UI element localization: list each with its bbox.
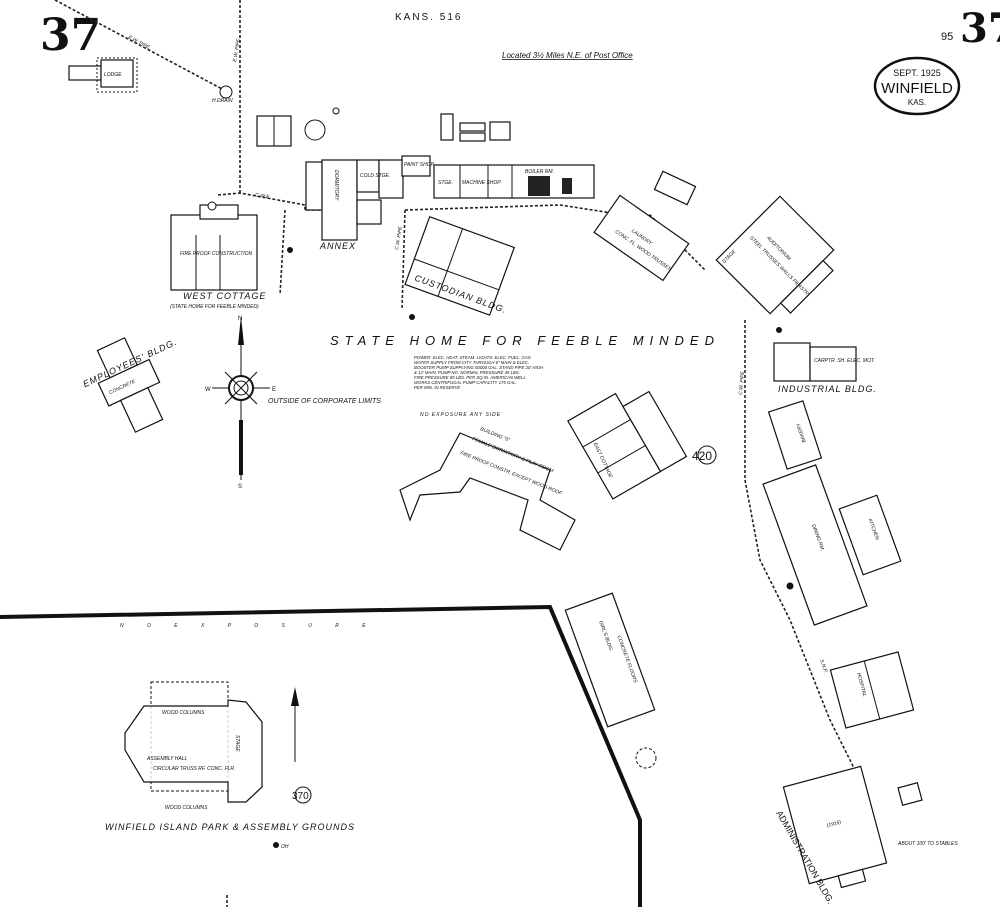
- bakery-building: BAKERY: [767, 400, 823, 470]
- ew-pipe-label: E.W. PIPE: [127, 34, 151, 51]
- machine-shop-label: MACHINE SHOP: [462, 180, 501, 186]
- cartouche-state: KAS.: [908, 98, 926, 107]
- administration-building: (1915) ADMINISTRATION BLDG.: [774, 765, 888, 906]
- laundry-building: LAUNDRY CONC. FL. WOOD TRUSSES: [593, 194, 690, 282]
- small-shed: [897, 781, 923, 807]
- hydrant-dot: [273, 842, 279, 848]
- boiler-label: BOILER RM.: [525, 169, 554, 175]
- cw-pipe-label: C.W. PIPE: [394, 225, 404, 250]
- hospital-building: HOSPITAL: [829, 651, 915, 729]
- stage-label-2: STAGE: [234, 735, 240, 752]
- circled-number-370: 370: [292, 786, 312, 804]
- lodge-building: LODGE: [68, 57, 138, 93]
- admin-year: (1915): [826, 819, 842, 829]
- number-label: 420: [692, 449, 712, 463]
- header-code: KANS. 516: [395, 12, 462, 23]
- assembly-hall-label: ASSEMBLY HALL: [146, 756, 188, 762]
- note-line: PER MIN. IN RESERVE: [414, 385, 460, 390]
- pipe-line-2: [279, 209, 286, 296]
- employees-building: CONCRETE EMPLOYEES' BLDG.: [81, 337, 179, 433]
- date-cartouche: SEPT. 1925 WINFIELD KAS.: [873, 56, 961, 116]
- number-label: 370: [292, 791, 309, 802]
- storage-label: STGE.: [438, 180, 453, 186]
- no-exposure-any-side: NO EXPOSURE ANY SIDE: [420, 412, 501, 418]
- wood-columns-label-2: WOOD COLUMNS: [165, 805, 208, 811]
- note-line: BOOSTER PUMP SUPPLYING 50000 GAL. STAND …: [414, 365, 544, 370]
- industrial-building: CARPTR. SH. ELEC. MOT. INDUSTRIAL BLDG.: [773, 342, 877, 394]
- annex-label: ANNEX: [319, 241, 356, 251]
- east-cottage-building: EAST COTTAGE: [567, 390, 688, 500]
- assembly-note: CIRCULAR TRUSS RF. CONC. FLR.: [153, 766, 235, 772]
- industrial-label: INDUSTRIAL BLDG.: [778, 384, 877, 394]
- note-line: WORKS CENTRIFUGAL PUMP CAPACITY 175 GAL.: [414, 380, 517, 385]
- shed-building: [653, 170, 697, 206]
- west-cottage-note: FIRE PROOF CONSTRUCTION: [180, 251, 253, 257]
- note-line: WATER SUPPLY FROM CITY THROUGH 6" MAIN &…: [414, 360, 529, 365]
- circled-number-420: 420: [692, 445, 717, 465]
- corporate-limits-label: OUTSIDE OF CORPORATE LIMITS: [268, 398, 381, 405]
- building-6: BUILDING "6" FEMALE DORMITORY & PLAY ROO…: [399, 426, 576, 551]
- snp-label: S.N.P.: [818, 659, 828, 674]
- property-boundary-line: [0, 604, 642, 907]
- assembly-hall: WOOD COLUMNS ASSEMBLY HALL CIRCULAR TRUS…: [124, 681, 263, 811]
- vertical-pipe-label: E.W. PIPE: [232, 38, 242, 63]
- cartouche-date: SEPT. 1925: [893, 68, 941, 78]
- page-number: 37: [40, 10, 101, 61]
- industrial-note: CARPTR. SH. ELEC. MOT.: [814, 358, 875, 364]
- note-line: & 12' MAIN. PUMP NO. NORMAL PRESSURE 45 …: [414, 370, 520, 375]
- water-supply-notes: POWER: ELEC. HEAT: STEAM. LIGHTS: ELEC. …: [414, 355, 544, 390]
- location-note: Located 3½ Miles N.E. of Post Office: [502, 51, 633, 60]
- institution-title: STATE HOME FOR FEEBLE MINDED: [330, 333, 720, 348]
- tank-icon: [304, 119, 326, 141]
- girls-building: GIRL'S BLDG. CONCRETE FLOORS: [564, 592, 656, 728]
- auditorium-building: AUDITORIUM STEEL TRUSSES WALLS PILASTR. …: [715, 195, 835, 315]
- cwe-label: C.W.E.: [255, 192, 271, 201]
- wood-columns-label: WOOD COLUMNS: [162, 710, 205, 716]
- cold-storage-label: COLD STGE.: [360, 173, 390, 179]
- dormitory-building: DORMITORY ANNEX COLD STGE.: [305, 159, 404, 251]
- park-title: WINFIELD ISLAND PARK & ASSEMBLY GROUNDS: [105, 822, 355, 832]
- hydrant-dot: [409, 314, 415, 320]
- ew-pipe-line: [54, 0, 225, 91]
- hydrant-dot: [776, 327, 782, 333]
- note-line: POWER: ELEC. HEAT: STEAM. LIGHTS: ELEC. …: [414, 355, 531, 360]
- west-cottage-sub: (STATE HOME FOR FEEBLE MINDED): [170, 304, 259, 310]
- compass-e: E: [272, 387, 276, 393]
- kitchen-building: KITCHEN: [838, 494, 902, 576]
- page-number-right: 37: [960, 5, 1000, 52]
- west-cottage-building: FIRE PROOF CONSTRUCTION WEST COTTAGE (ST…: [170, 201, 266, 310]
- cistern-icon: [635, 747, 657, 769]
- custodian-building: CUSTODIAN BLDG.: [404, 215, 516, 316]
- dormitory-label: DORMITORY: [333, 170, 339, 201]
- north-arrow-icon: [291, 687, 299, 762]
- paint-shop-label: PAINT SHOP: [404, 162, 435, 168]
- cwpipe-label-2: C.W. PIPE: [738, 370, 746, 395]
- stables-note: ABOUT 100' TO STABLES: [897, 841, 958, 847]
- oh-label: OH: [281, 844, 289, 850]
- machine-shop-building: PAINT SHOP STGE. MACHINE SHOP BOILER RM.: [401, 155, 595, 199]
- west-cottage-label: WEST COTTAGE: [183, 291, 266, 301]
- compass-rose-icon: N S E W: [205, 316, 276, 490]
- compass-n: N: [238, 316, 242, 322]
- hydrant-dot: [287, 247, 293, 253]
- lodge-label: LODGE: [104, 72, 122, 78]
- hydrant-icon: [219, 85, 233, 99]
- hydrant-label: H.DRAIN: [212, 98, 233, 104]
- cartouche-city: WINFIELD: [881, 80, 953, 97]
- hydrant-dot: [786, 582, 794, 590]
- no-exposure-label: N O E X P O S U R E: [120, 623, 377, 629]
- compass-s: S: [238, 484, 242, 490]
- pipe-line-4: [401, 209, 406, 311]
- compass-w: W: [205, 387, 211, 393]
- note-line: FIRE PRESSURE 85 LBS. PER SQ.IN. AMERICA…: [414, 375, 526, 380]
- dining-building: DINING RM.: [762, 464, 868, 626]
- volume-ref: 95: [941, 31, 953, 43]
